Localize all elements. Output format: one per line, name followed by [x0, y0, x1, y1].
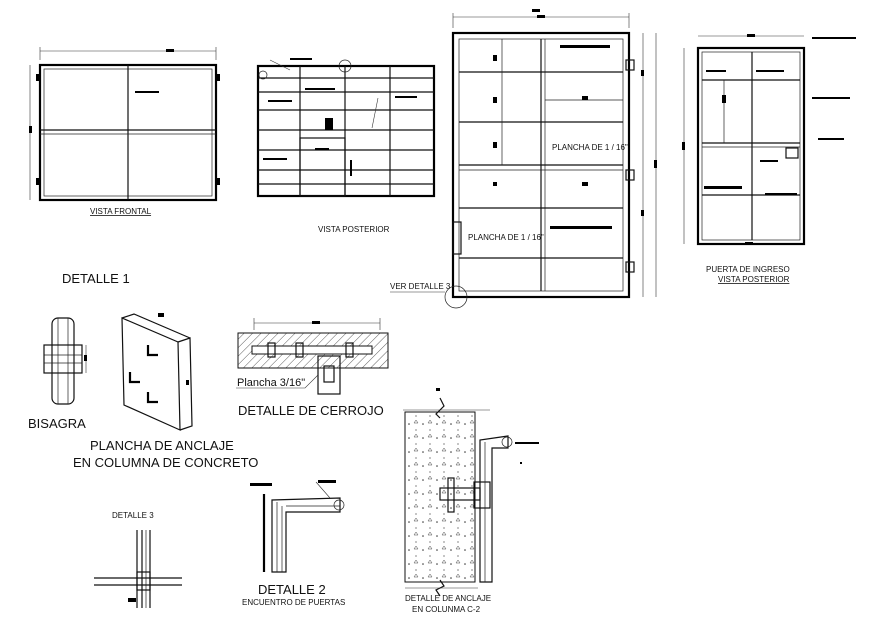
- vista-frontal-label: VISTA FRONTAL: [90, 207, 152, 216]
- detalle-anclaje-label-2: EN COLUNMA C-2: [412, 605, 481, 614]
- detalle-2-label: DETALLE 2: [258, 582, 326, 597]
- plancha-label-2: PLANCHA DE 1 / 16": [468, 233, 544, 242]
- detalle-anclaje: DETALLE DE ANCLAJE EN COLUNMA C-2: [403, 388, 539, 614]
- vista-posterior-door: VISTA POSTERIOR: [256, 58, 436, 234]
- plancha-316-label: Plancha 3/16": [237, 377, 305, 389]
- encuentro-label: ENCUENTRO DE PUERTAS: [242, 598, 345, 607]
- detalle-3: DETALLE 3: [94, 511, 182, 608]
- detalle-3-label: DETALLE 3: [112, 511, 154, 520]
- plancha-label-1: PLANCHA DE 1 / 16": [552, 143, 628, 152]
- ver-detalle-label: VER DETALLE 3: [390, 282, 451, 291]
- puerta-ingreso-label: PUERTA DE INGRESO: [706, 265, 790, 274]
- detalle-1-bisagra: DETALLE 1 BISAGRA: [28, 271, 130, 431]
- plancha-anclaje-label-1: PLANCHA DE ANCLAJE: [90, 438, 234, 453]
- detalle-1-label: DETALLE 1: [62, 271, 130, 286]
- vista-frontal-door: VISTA FRONTAL: [29, 47, 220, 216]
- detalle-cerrojo-label: DETALLE DE CERROJO: [238, 403, 384, 418]
- puerta-ingreso-elevation: PUERTA DE INGRESO VISTA POSTERIOR: [682, 34, 856, 284]
- tall-door-elevation: PLANCHA DE 1 / 16" PLANCHA DE 1 / 16" VE…: [390, 9, 657, 309]
- vista-posterior-label: VISTA POSTERIOR: [318, 225, 390, 234]
- puerta-ingreso-sublabel: VISTA POSTERIOR: [718, 275, 790, 284]
- bisagra-label: BISAGRA: [28, 416, 86, 431]
- detalle-2: DETALLE 2 ENCUENTRO DE PUERTAS: [242, 480, 345, 607]
- detalle-anclaje-label-1: DETALLE DE ANCLAJE: [405, 594, 491, 603]
- plancha-anclaje-label-2: EN COLUMNA DE CONCRETO: [73, 455, 258, 470]
- detalle-cerrojo: Plancha 3/16" DETALLE DE CERROJO: [236, 318, 389, 418]
- plancha-anclaje: PLANCHA DE ANCLAJE EN COLUMNA DE CONCRET…: [73, 313, 258, 470]
